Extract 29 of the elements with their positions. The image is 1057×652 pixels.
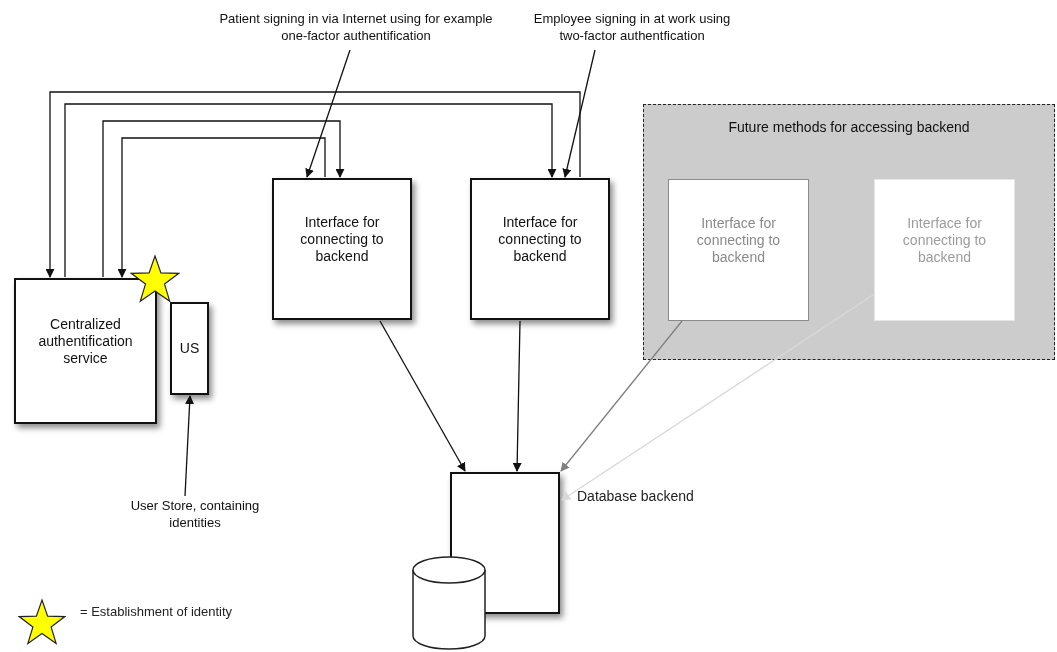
process-box — [668, 179, 809, 321]
process-box — [14, 278, 157, 424]
group-title: Future methods for accessing backend — [728, 119, 970, 136]
annotation-text: User Store, containing identities — [110, 497, 280, 537]
box-label: Interface for connecting to backend — [901, 214, 988, 266]
database-cylinder — [412, 556, 486, 650]
arrow — [184, 395, 195, 497]
arrow — [102, 120, 345, 278]
box-label: Interface for connecting to backend — [497, 213, 583, 265]
arrow — [562, 49, 596, 178]
arrow — [561, 294, 874, 501]
box-label: US — [179, 340, 200, 357]
box-caption: Database backend — [577, 488, 694, 505]
annotation-text: Employee signing in at work using two-factor authentfication — [522, 10, 742, 50]
process-box — [170, 302, 209, 395]
arrow — [512, 320, 522, 472]
box-label: Centralized authentification service — [37, 316, 134, 367]
process-box — [874, 179, 1015, 321]
process-box — [272, 178, 412, 320]
legend-text: = Establishment of identity — [80, 604, 233, 619]
arrow — [117, 137, 326, 278]
group-area — [643, 104, 1055, 360]
box-label: Interface for connecting to backend — [695, 214, 782, 266]
annotation-text: Patient signing in via Internet using for example one-factor authentification — [212, 10, 500, 50]
box-label: Interface for connecting to backend — [299, 213, 385, 265]
arrow — [305, 49, 351, 178]
arrow — [560, 320, 683, 472]
process-box — [470, 178, 610, 320]
arrow — [379, 320, 466, 472]
